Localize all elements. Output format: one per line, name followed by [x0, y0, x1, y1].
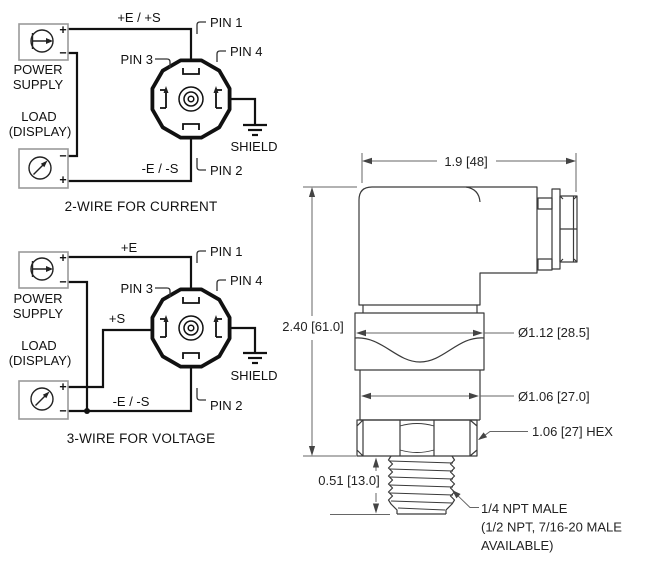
- thread-right-edge: [445, 455, 456, 514]
- load-display-box: [18, 148, 69, 189]
- ps-minus-terminal: −: [59, 275, 66, 289]
- din-housing-outline: [358, 186, 538, 306]
- ground-icon: [241, 351, 269, 365]
- shield-label: SHIELD: [231, 368, 278, 383]
- power-supply-label-1: POWER: [13, 62, 62, 77]
- gland-nut: [559, 195, 578, 263]
- ps-plus-terminal: +: [59, 251, 66, 265]
- thread-length-dimension: 0.51 [13.0]: [318, 473, 379, 488]
- pin1-label: PIN 1: [210, 244, 243, 259]
- load-label-1: LOAD: [21, 338, 56, 353]
- load-label-1: LOAD: [21, 109, 56, 124]
- width-dimension: 1.9 [48]: [444, 154, 487, 169]
- gland-neck-tabs: [537, 197, 553, 271]
- wire-junction-dot: [84, 408, 90, 414]
- body-diameter-dimension: Ø1.06 [27.0]: [518, 389, 590, 404]
- hex-chamfer-arcs: [399, 423, 435, 453]
- height-dimension: 2.40 [61.0]: [282, 319, 343, 334]
- pin4-label: PIN 4: [230, 273, 263, 288]
- load-plus-terminal: +: [59, 173, 66, 187]
- shield-label: SHIELD: [231, 139, 278, 154]
- load-display-box: [18, 380, 69, 420]
- excitation-wire-label: +E: [121, 240, 138, 255]
- load-minus-terminal: −: [59, 404, 66, 418]
- power-supply-box: [18, 251, 69, 289]
- load-label-2: (DISPLAY): [9, 353, 72, 368]
- load-plus-terminal: +: [59, 380, 66, 394]
- two-wire-wires: [68, 27, 257, 183]
- pin2-label: PIN 2: [210, 163, 243, 178]
- return-wire-label: -E / -S: [142, 161, 179, 176]
- pin3-label: PIN 3: [120, 52, 153, 67]
- excitation-wire-label: +E / +S: [117, 10, 161, 25]
- din-housing-inner-corner: [465, 186, 481, 203]
- thread-note-line3: AVAILABLE): [481, 538, 554, 553]
- two-wire-current-diagram: +E / +S -E / -S PIN 1 PIN 4 PIN 3 PIN 2 …: [9, 10, 278, 214]
- ground-icon: [241, 123, 269, 137]
- load-label-2: (DISPLAY): [9, 124, 72, 139]
- hex-nut: [356, 419, 478, 457]
- pin4-label: PIN 4: [230, 44, 263, 59]
- power-supply-label-1: POWER: [13, 291, 62, 306]
- three-wire-wires: [68, 255, 257, 413]
- connector-face-icon: [150, 287, 232, 369]
- connector-face-icon: [150, 58, 232, 140]
- leader-lines: [452, 332, 528, 508]
- upper-collar: [354, 312, 485, 371]
- power-supply-label-2: SUPPLY: [13, 77, 64, 92]
- three-wire-caption: 3-WIRE FOR VOLTAGE: [67, 431, 216, 446]
- pin-leader-lines: [155, 250, 226, 401]
- collar-waist-curve: [354, 337, 485, 363]
- gland-flange: [551, 188, 561, 270]
- pin3-label: PIN 3: [120, 281, 153, 296]
- pin1-label: PIN 1: [210, 15, 243, 30]
- pin-leader-lines: [155, 21, 226, 171]
- sense-wire-label: +S: [109, 311, 126, 326]
- hex-dimension: 1.06 [27] HEX: [532, 424, 613, 439]
- load-minus-terminal: −: [59, 149, 66, 163]
- ps-plus-terminal: +: [59, 23, 66, 37]
- thread-note-line2: (1/2 NPT, 7/16-20 MALE: [481, 520, 622, 535]
- two-wire-caption: 2-WIRE FOR CURRENT: [65, 199, 218, 214]
- upper-diameter-dimension: Ø1.12 [28.5]: [518, 325, 590, 340]
- thread-note-line1: 1/4 NPT MALE: [481, 501, 568, 516]
- power-supply-label-2: SUPPLY: [13, 306, 64, 321]
- sensor-body: [359, 370, 481, 421]
- transducer-dimension-drawing: 1.9 [48] 2.40 [61.0] Ø1.12 [28.5] Ø1.06 …: [282, 153, 622, 553]
- housing-base-strip: [362, 305, 478, 313]
- ps-minus-terminal: −: [59, 46, 66, 60]
- three-wire-voltage-diagram: +E +S -E / -S PIN 1 PIN 4 PIN 3 PIN 2 SH…: [9, 240, 278, 446]
- return-wire-label: -E / -S: [113, 394, 150, 409]
- pin2-label: PIN 2: [210, 398, 243, 413]
- thread-crest-lines: [389, 460, 454, 511]
- extension-lines: [303, 153, 577, 515]
- thread-left-edge: [387, 455, 398, 514]
